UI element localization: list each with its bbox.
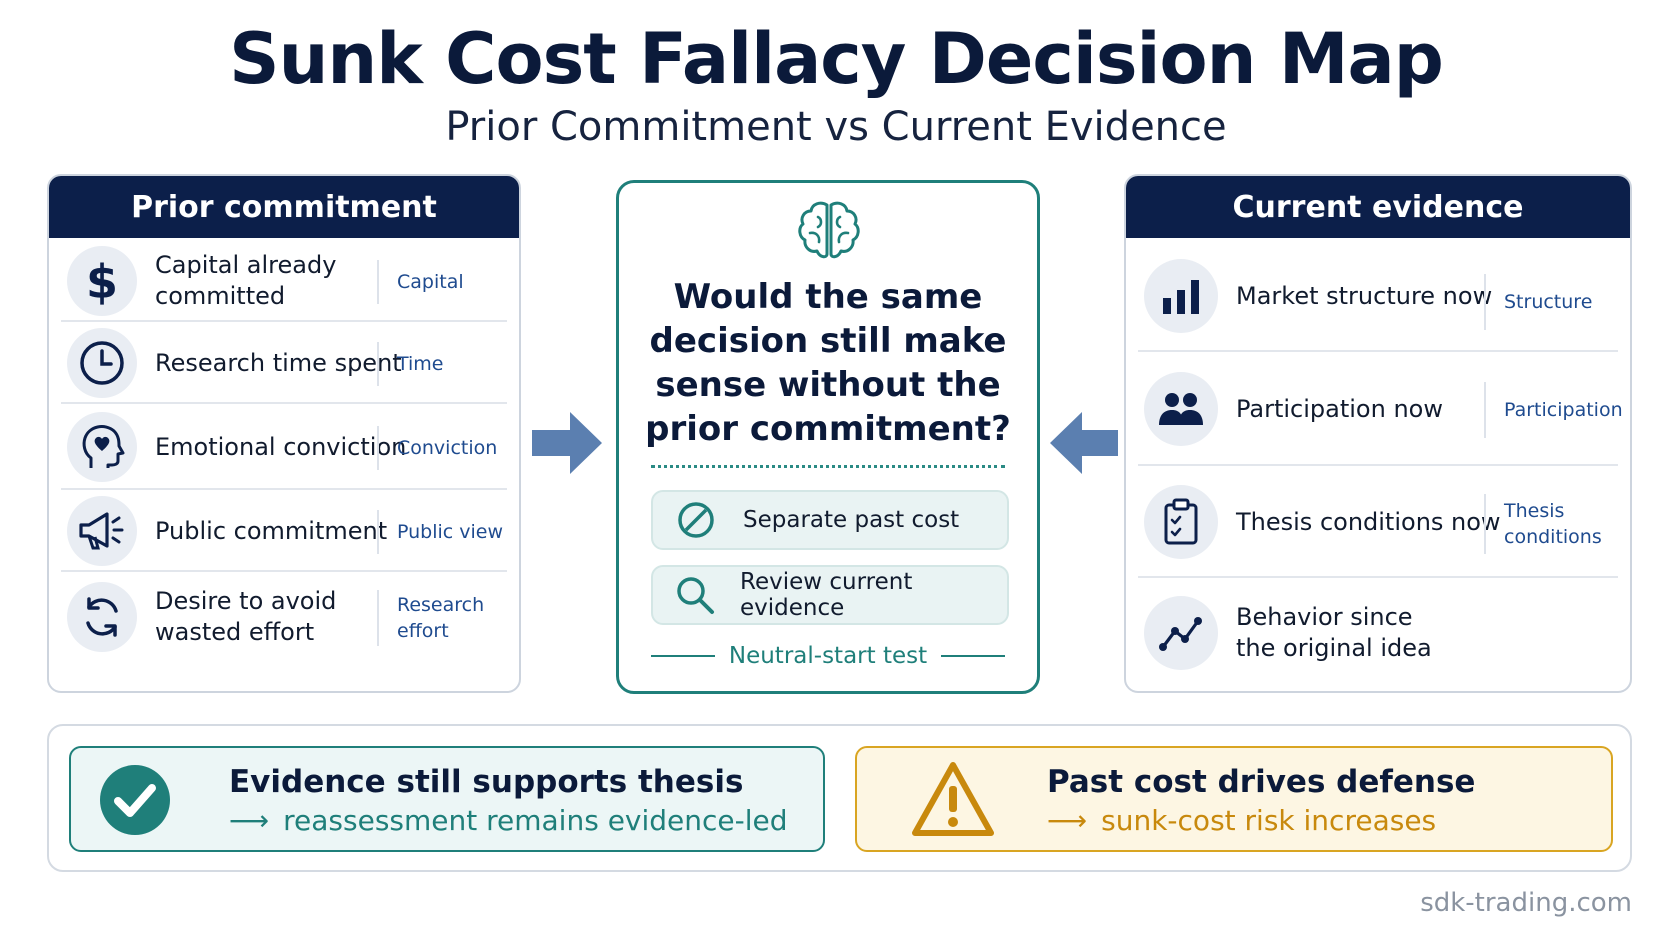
neutral-start-label: Neutral-start test xyxy=(651,643,1005,669)
page-subtitle: Prior Commitment vs Current Evidence xyxy=(445,104,1227,150)
head-heart-icon xyxy=(67,412,137,482)
brain-icon xyxy=(798,201,860,259)
search-icon xyxy=(671,570,718,620)
list-item: $ Capital already committed Capital xyxy=(61,242,507,322)
no-symbol-icon xyxy=(671,495,721,545)
outcome-title: Past cost drives defense xyxy=(1047,764,1476,800)
list-item: Thesis conditions now Thesis conditions xyxy=(1138,468,1618,578)
page-title: Sunk Cost Fallacy Decision Map xyxy=(229,18,1444,100)
clock-icon xyxy=(67,328,137,398)
outcome-result: ⟶reassessment remains evidence-led xyxy=(229,804,788,837)
item-label: Market structure now xyxy=(1236,281,1493,310)
list-item: Public commitment Public view xyxy=(61,492,507,572)
outcomes-container: Evidence still supports thesis ⟶reassess… xyxy=(47,724,1632,872)
item-tag: Capital xyxy=(377,260,464,304)
item-tag: Thesis conditions xyxy=(1484,494,1614,554)
site-watermark[interactable]: sdk-trading.com xyxy=(1420,888,1632,918)
item-label: Public commitment xyxy=(155,516,388,545)
list-item: Emotional conviction Conviction xyxy=(61,406,507,490)
item-tag: Conviction xyxy=(377,426,497,470)
item-tag: Public view xyxy=(377,510,503,554)
list-item: Behavior since the original idea xyxy=(1138,580,1618,686)
clipboard-check-icon xyxy=(1144,485,1218,559)
outcome-result: ⟶sunk-cost risk increases xyxy=(1047,804,1437,837)
svg-text:$: $ xyxy=(86,256,118,306)
outcome-sunk-cost-risk: Past cost drives defense ⟶sunk-cost risk… xyxy=(855,746,1613,852)
decision-question: Would the same decision still make sense… xyxy=(645,277,1011,449)
line-trend-icon xyxy=(1144,596,1218,670)
step-review-current-evidence: Review current evidence xyxy=(651,565,1009,625)
bar-chart-icon xyxy=(1144,259,1218,333)
list-item: Desire to avoid wasted effort Research e… xyxy=(61,574,507,660)
item-label: Desire to avoid wasted effort xyxy=(155,587,337,646)
dollar-icon: $ xyxy=(67,246,137,316)
prior-commitment-heading: Prior commitment xyxy=(49,176,519,238)
outcome-evidence-led: Evidence still supports thesis ⟶reassess… xyxy=(69,746,825,852)
item-label: Emotional conviction xyxy=(155,432,407,461)
item-label: Research time spent xyxy=(155,348,402,377)
item-label: Capital already committed xyxy=(155,251,337,310)
current-evidence-heading: Current evidence xyxy=(1126,176,1630,238)
item-tag: Research effort xyxy=(377,590,497,646)
step-separate-past-cost: Separate past cost xyxy=(651,490,1009,550)
list-item: Market structure now Structure xyxy=(1138,242,1618,352)
arrow-right-icon xyxy=(532,412,602,474)
item-label: Behavior since the original idea xyxy=(1236,603,1432,662)
prior-commitment-panel: Prior commitment $ Capital already commi… xyxy=(47,174,521,693)
step-label: Separate past cost xyxy=(743,507,960,533)
people-icon xyxy=(1144,372,1218,446)
warning-icon xyxy=(912,762,994,836)
megaphone-icon xyxy=(67,496,137,566)
refresh-icon xyxy=(67,582,137,652)
decision-question-card: Would the same decision still make sense… xyxy=(616,180,1040,694)
item-label: Thesis conditions now xyxy=(1236,507,1501,536)
neutral-start-text: Neutral-start test xyxy=(728,643,928,669)
item-tag: Structure xyxy=(1484,274,1592,330)
dotted-divider xyxy=(651,465,1005,468)
item-tag: Time xyxy=(377,342,444,386)
item-label: Participation now xyxy=(1236,394,1443,423)
step-label: Review current evidence xyxy=(740,569,913,621)
current-evidence-panel: Current evidence Market structure now St… xyxy=(1124,174,1632,693)
outcome-title: Evidence still supports thesis xyxy=(229,764,744,800)
arrow-left-icon xyxy=(1050,412,1118,474)
list-item: Participation now Participation xyxy=(1138,354,1623,466)
item-tag: Participation xyxy=(1484,382,1623,438)
list-item: Research time spent Time xyxy=(61,324,507,404)
check-circle-icon xyxy=(100,765,170,835)
